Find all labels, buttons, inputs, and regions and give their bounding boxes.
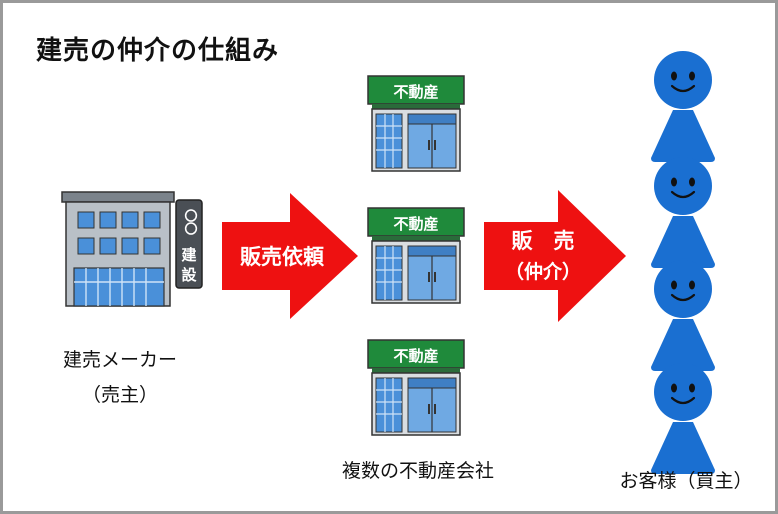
agency-sign-label: 不動産 [393, 83, 438, 101]
agency-sign-label: 不動産 [393, 215, 438, 233]
customer-person-icon [649, 155, 717, 270]
builder-sign-char-1: 建 [181, 246, 197, 264]
customer-person-icon [649, 49, 717, 164]
page-title: 建売の仲介の仕組み [36, 36, 280, 66]
arrow-sales-request: 販売依頼 [222, 193, 358, 319]
arrow-sales-brokerage-label-1: 販 売 [512, 229, 575, 253]
arrow-sales-request-label: 販売依頼 [240, 245, 325, 269]
agency-building-1: 不動産 [367, 75, 465, 172]
agencies-label: 複数の不動産会社 [341, 460, 494, 482]
builder-sign-char-2: 設 [181, 266, 197, 284]
builder-sign-circles: 〇〇 [182, 208, 198, 236]
builder-label: 建売メーカー [62, 349, 177, 371]
arrow-sales-brokerage: 販 売 （仲介） [484, 190, 626, 322]
customer-person-icon [649, 361, 717, 476]
agency-sign-label: 不動産 [393, 347, 438, 365]
builder-building: 〇〇 建 設 [61, 191, 203, 307]
agency-building-3: 不動産 [367, 339, 465, 436]
customer-person-icon [649, 258, 717, 373]
builder-sublabel: （売主） [81, 384, 158, 406]
arrow-sales-brokerage-label-2: （仲介） [505, 260, 581, 283]
agency-building-2: 不動産 [367, 207, 465, 304]
customers-label: お客様（買主） [619, 470, 753, 492]
